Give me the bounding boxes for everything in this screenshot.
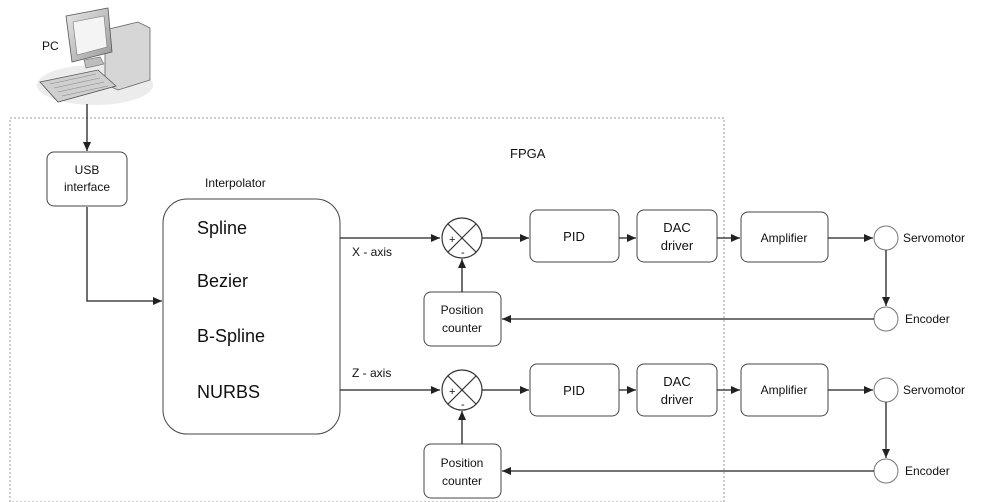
z-position-counter-box	[423, 443, 502, 499]
x-summing-junction: + -	[441, 217, 483, 259]
z-axis-channel: Z - axis + - PID DAC driver Amplifier Se…	[340, 363, 965, 499]
z-counter-label-line1: Position	[441, 456, 484, 470]
usb-to-interpolator-arrow	[86, 207, 162, 305]
usb-label-line1: USB	[75, 163, 100, 177]
z-servomotor-node	[873, 377, 899, 403]
interpolator-title: Interpolator	[205, 176, 266, 190]
x-sum-plus: +	[449, 234, 455, 246]
z-amplifier-label: Amplifier	[761, 383, 808, 397]
x-sum-minus: -	[461, 247, 465, 259]
x-dac-label-line2: driver	[661, 238, 694, 253]
z-encoder-node	[873, 458, 899, 484]
x-counter-label-line1: Position	[441, 303, 484, 317]
x-amplifier-label: Amplifier	[761, 231, 808, 245]
interpolator-method-bspline: B-Spline	[197, 326, 265, 346]
z-sum-minus: -	[461, 399, 465, 411]
x-counter-label-line2: counter	[442, 321, 482, 335]
z-axis-label: Z - axis	[352, 366, 391, 380]
x-servomotor-label: Servomotor	[903, 231, 965, 245]
x-encoder-label: Encoder	[905, 312, 950, 326]
x-encoder-node	[873, 306, 899, 332]
z-servomotor-label: Servomotor	[903, 383, 965, 397]
usb-label-line2: interface	[64, 180, 110, 194]
z-dac-box	[636, 363, 718, 417]
x-dac-label-line1: DAC	[663, 220, 690, 235]
interpolator-method-bezier: Bezier	[197, 271, 248, 291]
interpolator-box	[162, 198, 341, 435]
x-servomotor-node	[873, 225, 899, 251]
x-position-counter-box	[423, 291, 502, 347]
pc-label: PC	[42, 39, 59, 53]
z-summing-junction: + -	[441, 369, 483, 411]
pc-computer-icon	[37, 7, 153, 105]
z-encoder-label: Encoder	[905, 464, 950, 478]
z-sum-plus: +	[449, 386, 455, 398]
z-dac-label-line2: driver	[661, 392, 694, 407]
x-dac-box	[636, 209, 718, 263]
interpolator-method-nurbs: NURBS	[197, 382, 260, 402]
z-dac-label-line1: DAC	[663, 374, 690, 389]
fpga-label: FPGA	[510, 146, 546, 161]
usb-interface-box	[46, 151, 128, 207]
x-pid-box	[529, 209, 620, 263]
x-axis-label: X - axis	[352, 245, 392, 259]
interpolator-method-spline: Spline	[197, 218, 247, 238]
z-counter-label-line2: counter	[442, 474, 482, 488]
x-axis-channel: X - axis + - PID DAC driver Amplifier Se…	[340, 209, 965, 347]
z-pid-label: PID	[563, 383, 585, 398]
fpga-region	[9, 117, 725, 502]
x-pid-label: PID	[563, 229, 585, 244]
x-amplifier-box	[740, 211, 829, 263]
